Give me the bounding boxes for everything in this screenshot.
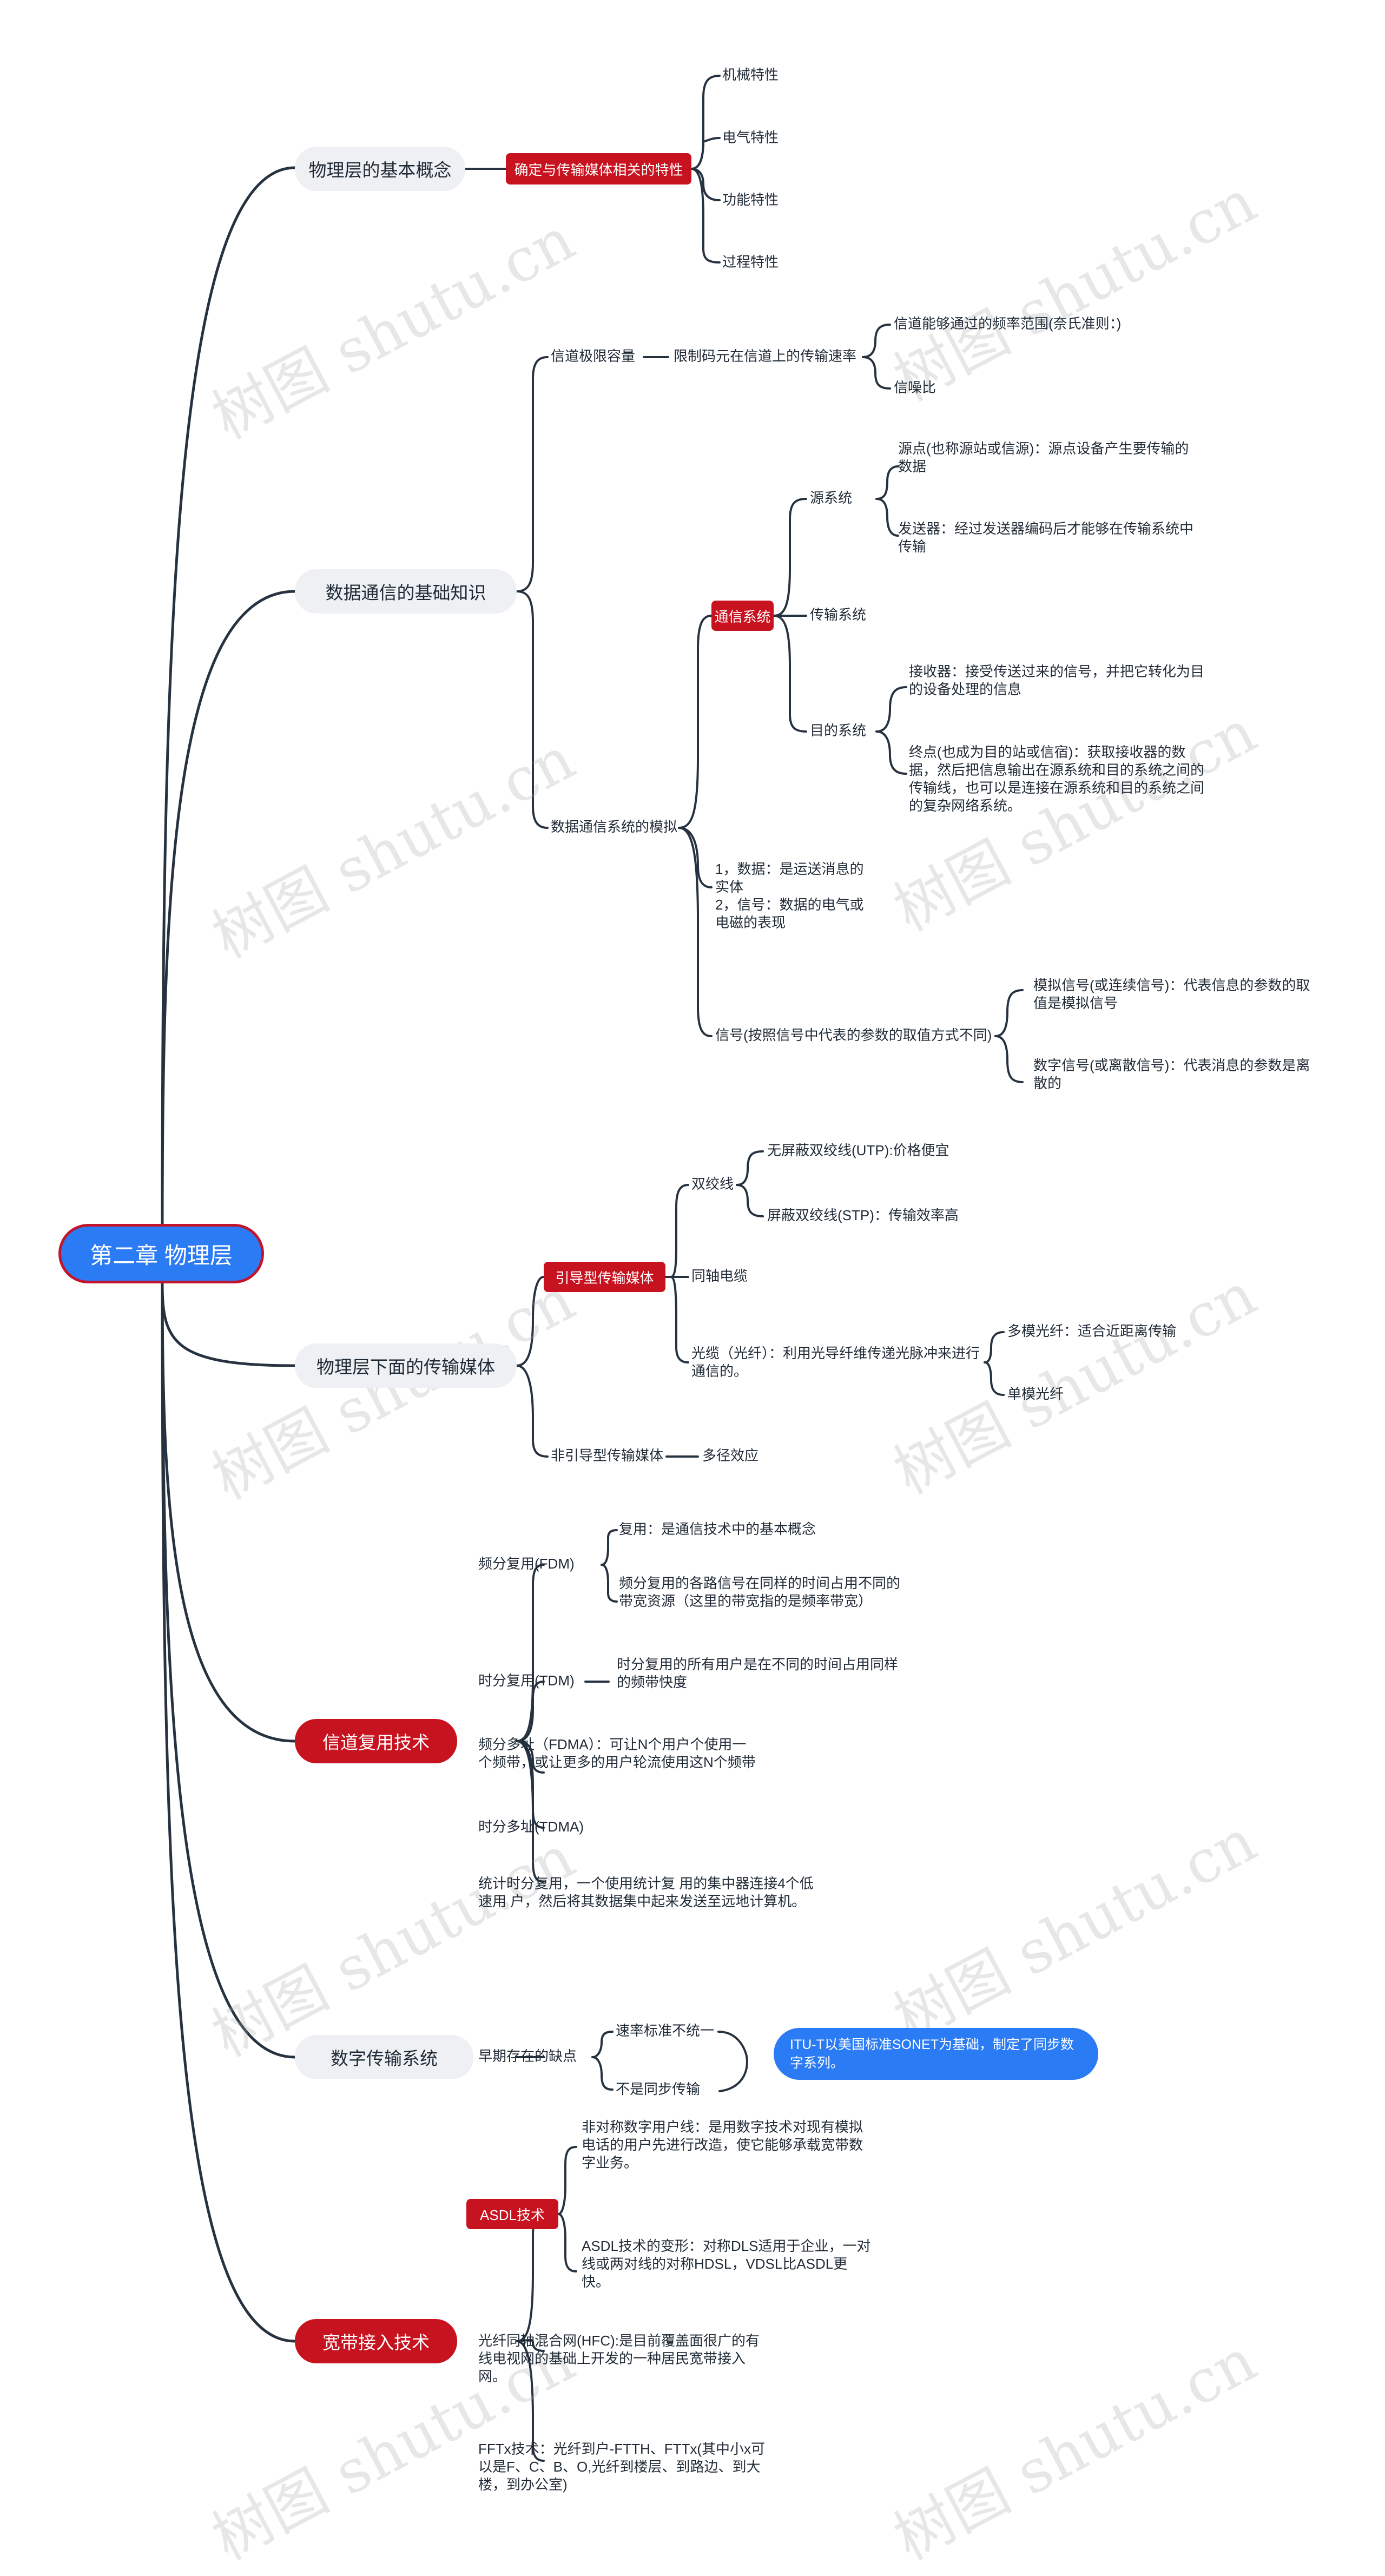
analog-signal: 模拟信号(或连续信号)：代表信息的参数的取值是模拟信号 [1033,977,1310,1011]
fdm: 频分复用(FDM) [478,1556,575,1572]
item-electrical: 电气特性 [722,129,779,146]
tag-guided-media[interactable]: 引导型传输媒体 [544,1262,665,1292]
multipath-effect: 多径效应 [702,1447,759,1464]
twisted-pair: 双绞线 [691,1176,734,1192]
tdma: 时分多址(TDMA) [478,1819,584,1835]
tag-media-characteristics[interactable]: 确定与传输媒体相关的特性 [506,153,691,185]
branch-data-comm-basics[interactable]: 数据通信的基础知识 [295,569,517,614]
tdm-description: 时分复用的所有用户是在不同的时间占用同样的频带快度 [617,1656,899,1690]
source-point: 源点(也称源站或信源)：源点设备产生要传输的数据 [898,440,1189,475]
fdma: 频分多址（FDMA）：可让N个用户个使用一个频带，或让更多的用户轮流使用这N个频… [478,1736,756,1770]
tdm: 时分复用(TDM) [478,1672,575,1689]
stp: 屏蔽双绞线(STP)：传输效率高 [767,1207,959,1223]
hfc: 光纤同轴混合网(HFC):是目前覆盖面很广的有线电视网的基础上开发的一种居民宽带… [478,2333,760,2384]
branch-broadband-access[interactable]: 宽带接入技术 [295,2319,457,2363]
adsl-definition: 非对称数字用户线：是用数字技术对现有模拟电话的用户先进行改造，使它能够承载宽带数… [582,2119,863,2171]
signal-noise-ratio: 信噪比 [894,379,936,396]
item-procedural: 过程特性 [722,254,779,270]
rate-limit: 限制码元在信道上的传输速率 [674,348,857,364]
sink-endpoint: 终点(也成为目的站或信宿)：获取接收器的数据，然后把信息输出在源系统和目的系统之… [909,744,1205,814]
fdm-description: 频分复用的各路信号在同样的时间占用不同的带宽资源（这里的带宽指的是频率带宽） [619,1575,901,1609]
tag-adsl[interactable]: ASDL技术 [466,2199,558,2229]
branch-transmission-media[interactable]: 物理层下面的传输媒体 [295,1343,517,1388]
branch-channel-multiplexing[interactable]: 信道复用技术 [295,1719,457,1763]
statistical-tdm: 统计时分复用，一个使用统计复 用的集中器连接4个低速用 户，然后将其数据集中起来… [478,1875,814,1909]
not-synchronous: 不是同步传输 [616,2081,701,2097]
data-and-signal: 1，数据：是运送消息的实体 2，信号：数据的电气或电磁的表现 [715,861,864,931]
rate-standard-inconsistent: 速率标准不统一 [616,2022,715,2039]
itu-sdh-callout[interactable]: ITU-T以美国标准SONET为基础，制定了同步数字系列。 [774,2028,1098,2080]
signal-type: 信号(按照信号中代表的参数的取值方式不同) [715,1027,992,1043]
fttx: FFTx技术：光纤到户-FTTH、FTTx(其中小x可以是F、C、B、O,光纤到… [478,2441,766,2493]
source-system: 源系统 [810,490,853,506]
comm-system-model: 数据通信系统的模拟 [551,819,678,835]
bandwidth-nyquist: 信道能够通过的频率范围(奈氏准则：) [894,315,1122,332]
receiver: 接收器：接受传送过来的信号，并把它转化为目的设备处理的信息 [909,663,1205,697]
transmitter: 发送器：经过发送器编码后才能够在传输系统中传输 [898,521,1194,555]
branch-physical-layer-concept[interactable]: 物理层的基本概念 [295,147,465,191]
item-functional: 功能特性 [722,192,779,208]
unguided-media: 非引导型传输媒体 [551,1447,664,1464]
branch-digital-transmission[interactable]: 数字传输系统 [295,2035,473,2079]
singlemode-fiber: 单模光纤 [1007,1386,1064,1402]
adsl-variants: ASDL技术的变形：对称DLS适用于企业，一对线或两对线的对称HDSL，VDSL… [582,2238,871,2290]
fiber-optic: 光缆（光纤）：利用光导纤维传递光脉冲来进行通信的。 [691,1345,980,1379]
tag-comm-system[interactable]: 通信系统 [711,601,774,631]
item-mechanical: 机械特性 [722,67,779,83]
early-drawbacks: 早期存在的缺点 [478,2048,577,2064]
transmission-system: 传输系统 [810,607,867,623]
root-topic[interactable]: 第二章 物理层 [58,1224,264,1283]
channel-limit-capacity: 信道极限容量 [551,348,636,364]
destination-system: 目的系统 [810,722,867,739]
multimode-fiber: 多模光纤：适合近距离传输 [1007,1323,1177,1339]
coaxial-cable: 同轴电缆 [691,1268,748,1284]
multiplexing-definition: 复用：是通信技术中的基本概念 [619,1521,816,1537]
digital-signal: 数字信号(或离散信号)：代表消息的参数是离散的 [1033,1057,1310,1091]
utp: 无屏蔽双绞线(UTP):价格便宜 [767,1142,949,1158]
